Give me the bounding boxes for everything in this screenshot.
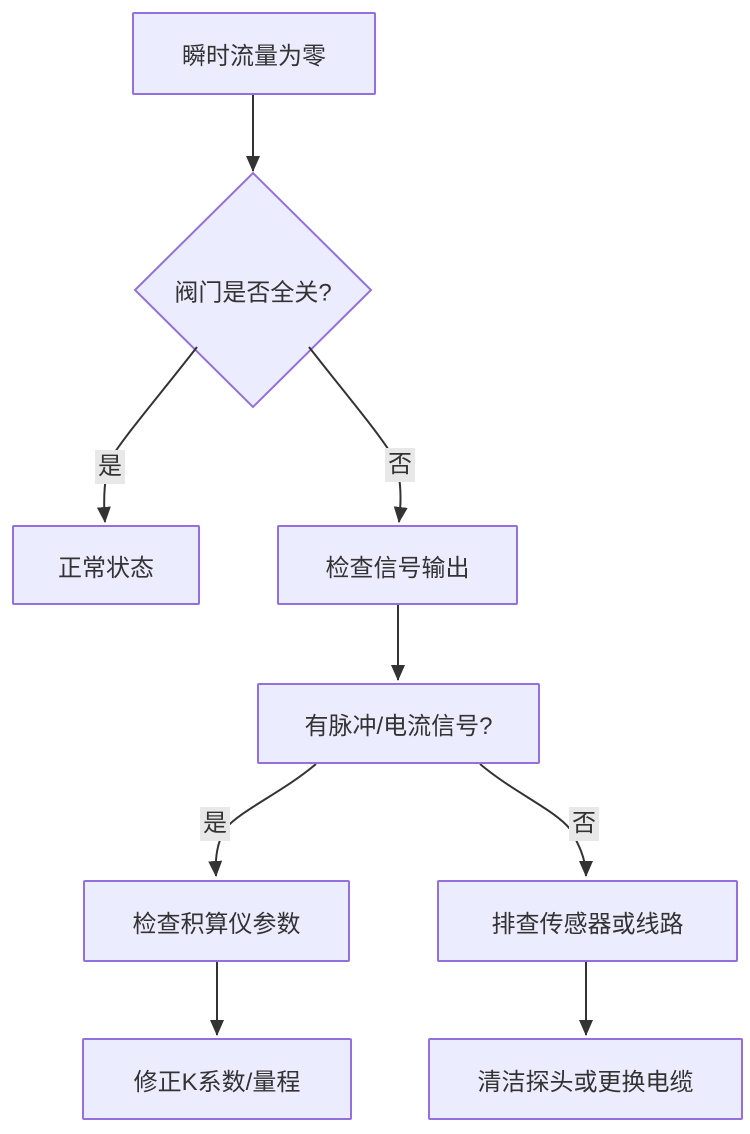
node-fix-k-factor-range-label: 修正K系数/量程	[133, 1068, 301, 1096]
node-check-totalizer-params: 检查积算仪参数	[83, 880, 350, 962]
edge-pulse-yes-to-totalizer	[208, 763, 317, 877]
node-check-signal-output-label: 检查信号输出	[325, 554, 470, 582]
node-clean-probe-replace-cable-label: 清洁探头或更换电缆	[477, 1068, 694, 1096]
node-check-totalizer-params-label: 检查积算仪参数	[132, 910, 301, 938]
node-pulse-current-question-label: 有脉冲/电流信号?	[304, 713, 493, 740]
valve-decision-diamond-shape	[133, 171, 373, 409]
node-fix-k-factor-range: 修正K系数/量程	[82, 1038, 352, 1120]
node-start: 瞬时流量为零	[132, 12, 376, 95]
edge-label-valve-yes: 是	[95, 450, 125, 484]
edge-label-valve-no: 否	[385, 448, 415, 482]
node-start-label: 瞬时流量为零	[182, 43, 326, 70]
node-pulse-current-question: 有脉冲/电流信号?	[257, 683, 540, 764]
edge-pulse-no-to-sensor	[479, 763, 593, 877]
node-normal-state: 正常状态	[12, 525, 200, 605]
node-check-signal-output: 检查信号输出	[277, 525, 518, 605]
node-valve-decision-label: 阀门是否全关?	[174, 279, 332, 307]
node-inspect-sensor-wiring-label: 排查传感器或线路	[491, 910, 684, 938]
node-inspect-sensor-wiring: 排查传感器或线路	[437, 880, 738, 962]
node-clean-probe-replace-cable: 清洁探头或更换电缆	[428, 1038, 743, 1120]
node-normal-state-label: 正常状态	[58, 554, 154, 582]
edge-label-signal-no: 否	[569, 807, 599, 841]
edge-valve-yes-to-normal	[96, 346, 198, 523]
edge-label-signal-yes: 是	[200, 807, 230, 841]
edge-valve-no-to-check-signal	[308, 346, 408, 523]
node-valve-decision: 阀门是否全关?	[174, 273, 331, 308]
